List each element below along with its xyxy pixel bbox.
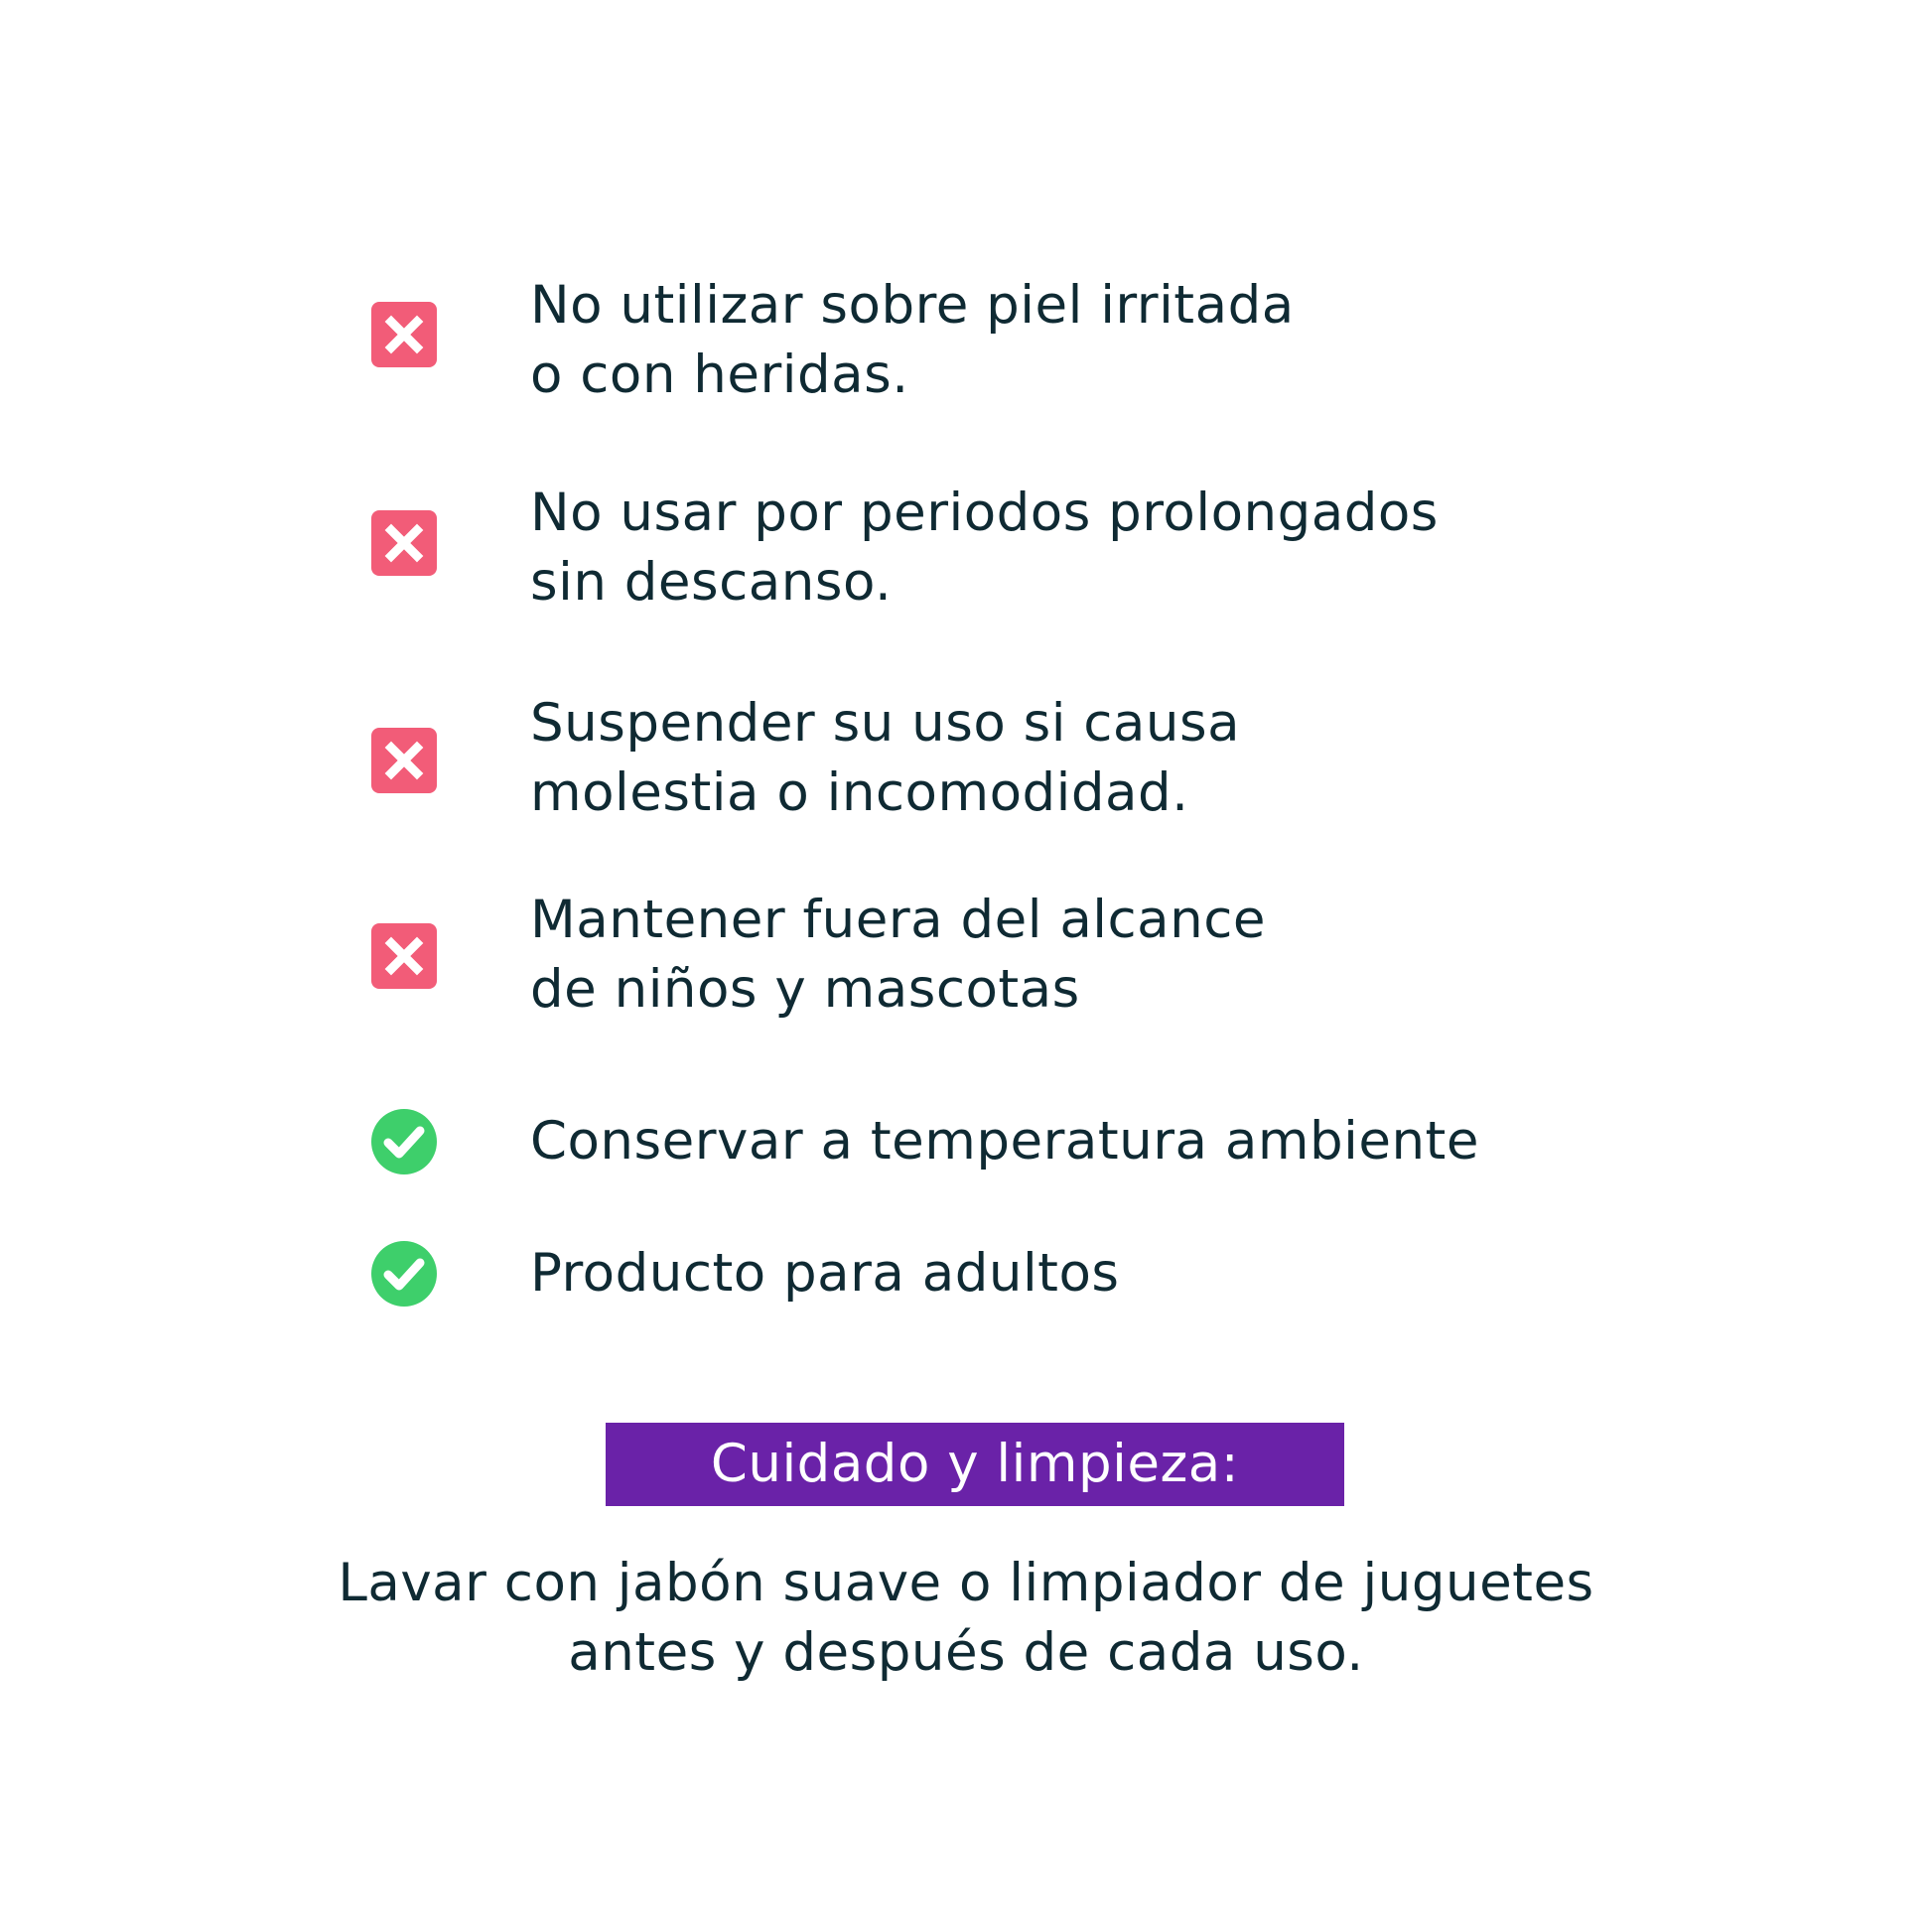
- warning-line: Mantener fuera del alcance: [530, 890, 1266, 950]
- care-line: Lavar con jabón suave o limpiador de jug…: [338, 1553, 1594, 1613]
- warning-line: o con heridas.: [530, 345, 909, 405]
- x-icon: [371, 302, 437, 367]
- recommendation-text: Conservar a temperatura ambiente: [530, 1111, 1479, 1172]
- warning-line: sin descanso.: [530, 552, 893, 613]
- warning-text: No utilizar sobre piel irritada o con he…: [530, 271, 1295, 410]
- warning-line: Suspender su uso si causa: [530, 693, 1241, 754]
- x-icon: [371, 510, 437, 576]
- warning-line: No utilizar sobre piel irritada: [530, 275, 1295, 336]
- care-line: antes y después de cada uso.: [568, 1622, 1364, 1683]
- warning-line: molestia o incomodidad.: [530, 762, 1189, 823]
- recommendation-text: Producto para adultos: [530, 1243, 1120, 1304]
- warning-text: Suspender su uso si causa molestia o inc…: [530, 689, 1240, 828]
- check-icon: [371, 1241, 437, 1307]
- warning-line: No usar por periodos prolongados: [530, 483, 1439, 543]
- x-icon: [371, 728, 437, 793]
- warning-text: Mantener fuera del alcance de niños y ma…: [530, 886, 1266, 1025]
- check-icon: [371, 1109, 437, 1174]
- x-icon: [371, 923, 437, 989]
- warning-text: No usar por periodos prolongados sin des…: [530, 479, 1439, 618]
- care-instructions: Lavar con jabón suave o limpiador de jug…: [0, 1549, 1932, 1688]
- warning-line: de niños y mascotas: [530, 959, 1080, 1020]
- care-title-banner: Cuidado y limpieza:: [606, 1423, 1344, 1506]
